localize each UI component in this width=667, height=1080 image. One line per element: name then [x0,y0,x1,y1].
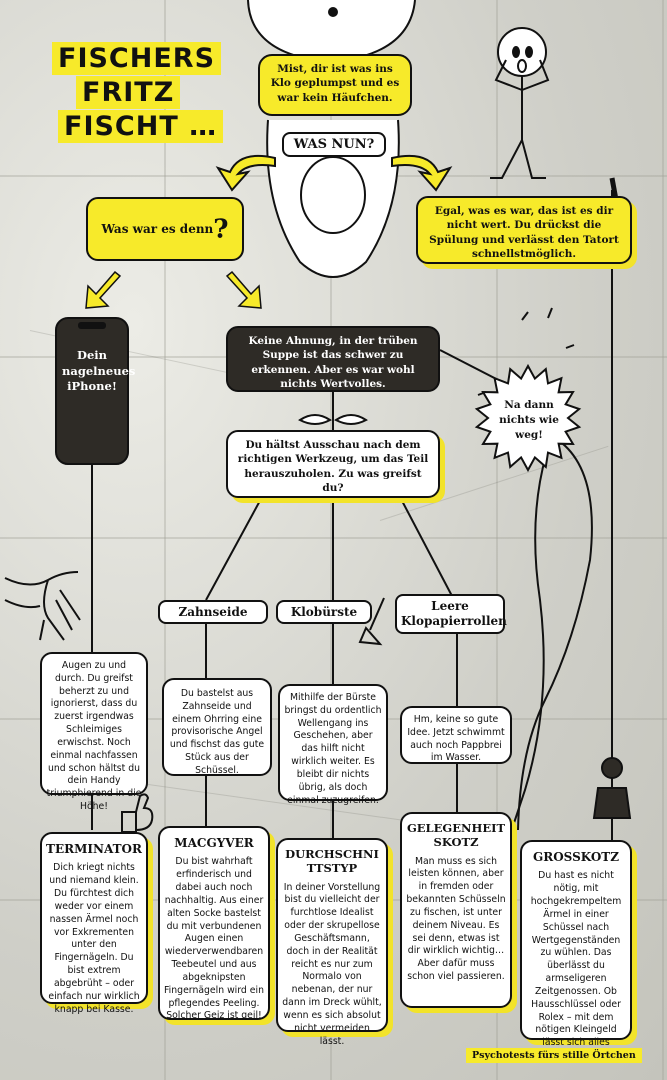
type-grosskotz-text: Du hast es nicht nötig, mit hochgekrempe… [530,870,622,1061]
intro-box: Mist, dir ist was ins Klo geplumpst und … [258,54,412,116]
was-war-box: Was war es denn? [86,197,244,261]
ausschau-box: Du hältst Ausschau nach dem richtigen We… [226,430,440,498]
brush-doodle [358,597,385,646]
type-durchschnittstyp-name: DURCHSCHNITTSTYP [285,847,379,875]
person-body [592,787,632,819]
arrow-right-yellow [391,154,453,192]
type-gelegenheitskotz: GELEGENHEITSKOTZ Man muss es sich leiste… [400,812,512,1008]
type-macgyver-text: Du bist wahrhaft erfinderisch und dabei … [164,856,264,1022]
option-kloburste: Klobürste [276,600,372,624]
footer-label: Psychotests fürs stille Örtchen [466,1048,642,1063]
was-nun-label: WAS NUN? [282,132,386,157]
was-war-question: ? [213,214,229,245]
stick-figure-body [490,59,550,179]
peeking-eyes [298,414,368,425]
arrow-down-left [85,270,122,309]
type-terminator-name: TERMINATOR [46,842,142,856]
title-line-1: FISCHERS [52,42,222,75]
type-macgyver: MACGYVER Du bist wahrhaft erfinderisch u… [158,826,270,1022]
egal-box: Egal, was es war, das ist es dir nicht w… [416,196,632,264]
result-zahnseide: Du bastelst aus Zahnseide und einem Ohrr… [162,678,272,776]
type-durchschnittstyp-text: In deiner Vorstellung bist du vielleicht… [282,881,382,1047]
stick-figure-head [497,27,547,77]
toilet-button [328,7,338,17]
burst-shape [474,363,582,473]
hand-doodle [4,571,81,641]
phone-body [55,317,129,465]
type-terminator-text: Dich kriegt nichts und niemand klein. Du… [48,862,140,1015]
title-line-3: FISCHT … [58,110,224,143]
type-macgyver-name: MACGYVER [174,836,254,850]
lines-ausschau-options [205,496,453,601]
lines-results-types [205,764,458,838]
result-klopapier: Hm, keine so gute Idee. Jetzt schwimmt a… [400,706,512,764]
toilet-hole [300,156,366,234]
arrow-left-yellow [215,154,276,192]
type-durchschnittstyp: DURCHSCHNITTSTYP In deiner Vorstellung b… [276,838,388,1047]
keine-ahnung-box: Keine Ahnung, in der trüben Suppe ist da… [226,326,440,392]
line-nichts-wie-weg-curve [517,439,593,831]
option-klopapier: Leere Klopapierrollen [395,594,507,634]
na-dann-label: Na dann nichts wie weg! [499,399,559,442]
arrow-down-right [225,270,262,309]
type-terminator: TERMINATOR Dich kriegt nichts und nieman… [40,832,148,1015]
type-grosskotz-name: GROSSKOTZ [533,850,619,864]
type-grosskotz: GROSSKOTZ Du hast es nicht nötig, mit ho… [520,840,632,1061]
person-head [601,757,623,779]
result-kloburste: Mithilfe der Bürste bringst du ordentlic… [278,684,388,806]
title-line-2: FRITZ [76,76,181,109]
phone-notch [78,322,106,329]
sparkle-doodles [477,307,575,396]
iphone-label: Dein nagelneues iPhone! [62,348,136,394]
type-gelegenheitskotz-name: GELEGENHEITSKOTZ [406,821,506,849]
line-nichts-wie-weg-down [509,454,547,836]
result-iphone: Augen zu und durch. Du greifst beherzt z… [40,652,148,812]
was-war-text: Was war es denn [101,222,214,236]
type-gelegenheitskotz-text: Man muss es sich leisten können, aber in… [406,855,506,983]
option-zahnseide: Zahnseide [158,600,268,624]
lines-options-results [205,622,458,706]
